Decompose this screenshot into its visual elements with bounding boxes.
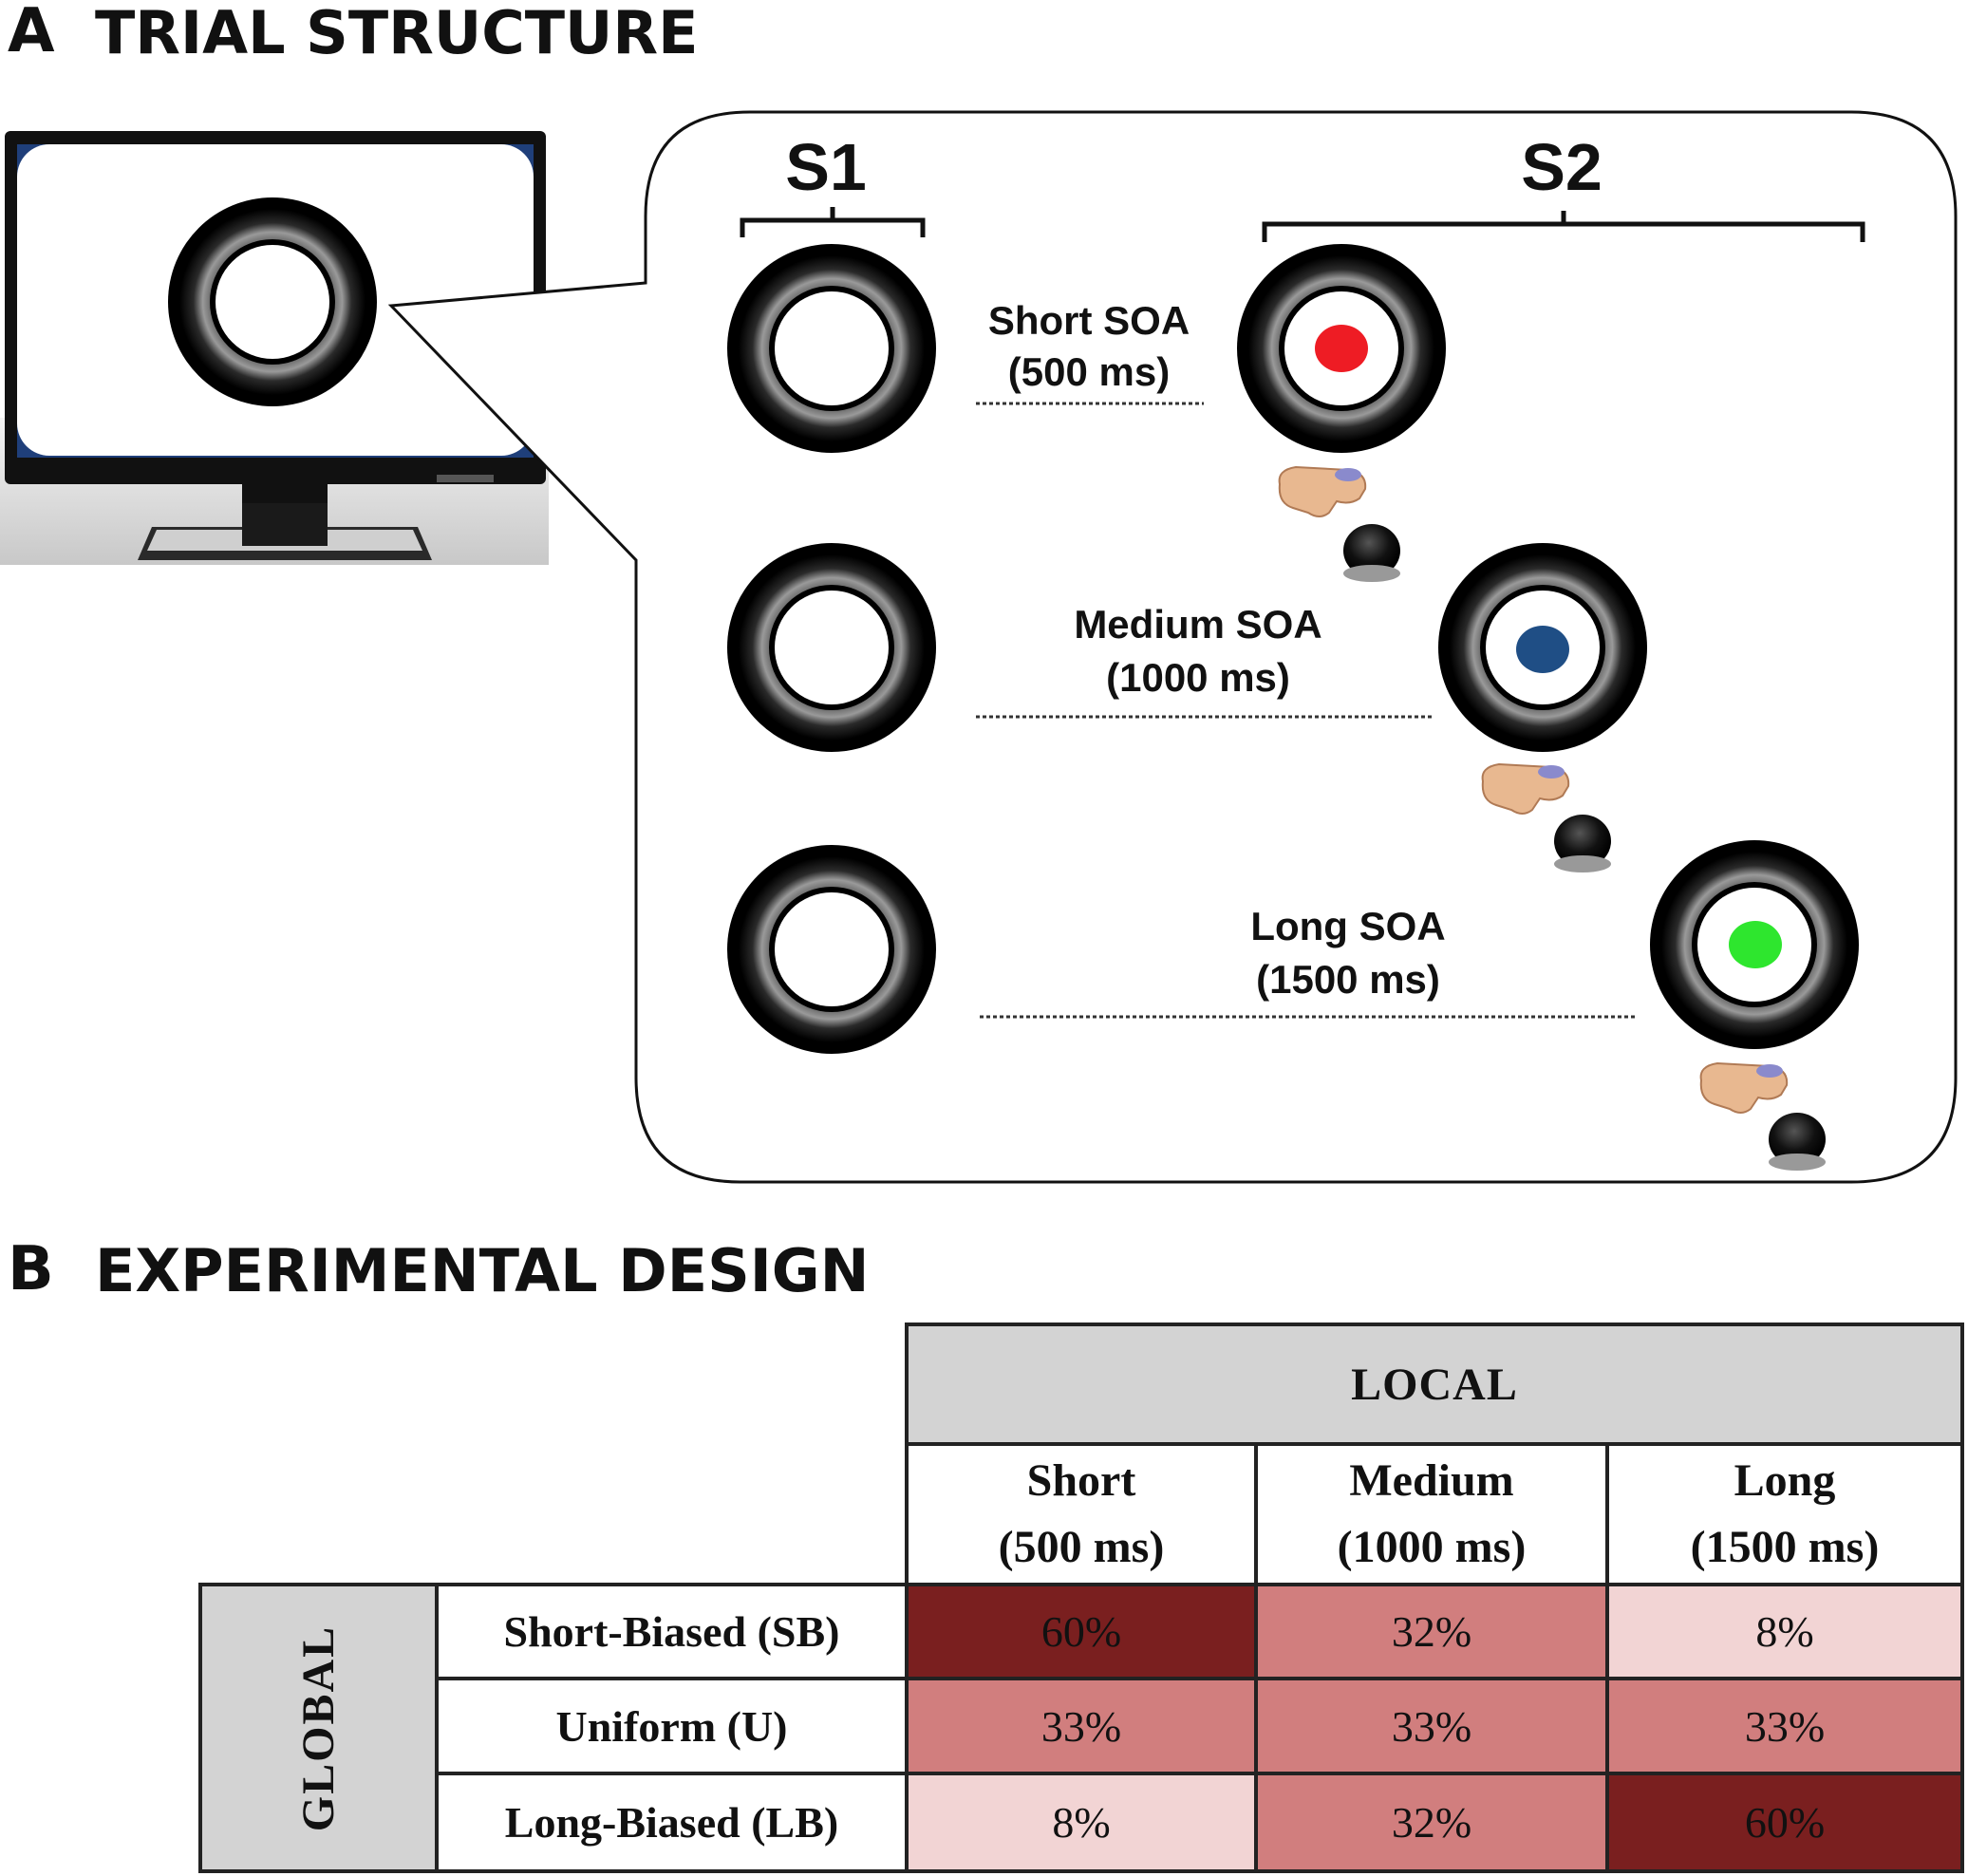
s1-bracket [740, 207, 926, 237]
cell-sb-long: 8% [1605, 1583, 1964, 1680]
global-header: GLOBAL [198, 1583, 439, 1873]
cell-u-medium: 33% [1254, 1677, 1609, 1775]
column-header-short-name: Short [1026, 1455, 1136, 1506]
s1-ring-medium [727, 543, 936, 752]
s2-bracket [1262, 211, 1865, 242]
cell-lb-long: 60% [1605, 1772, 1964, 1873]
long-soa-label: Long SOA [1250, 904, 1445, 948]
red-target [1315, 325, 1368, 372]
hand-press-long [1699, 1061, 1826, 1171]
cell-lb-short: 8% [905, 1772, 1258, 1873]
column-header-short-duration: (500 ms) [998, 1522, 1165, 1572]
column-header-long-name: Long [1734, 1455, 1836, 1506]
column-header-medium-duration: (1000 ms) [1337, 1522, 1527, 1572]
panel-b-letter: B [8, 1234, 54, 1304]
s1-ring-long [727, 845, 936, 1054]
row-header-short-biased: Short-Biased (SB) [435, 1583, 909, 1680]
s2-ring-medium [1438, 543, 1647, 752]
short-soa-duration: (500 ms) [1008, 349, 1170, 394]
medium-soa-label: Medium SOA [1074, 602, 1321, 647]
panel-a-title: TRIAL STRUCTURE [95, 0, 699, 67]
trial-structure-diagram: S1 S2 Short SOA (500 ms) Medium SOA (100… [0, 110, 1958, 1184]
cell-u-long: 33% [1605, 1677, 1964, 1775]
column-header-short: Short (500 ms) [905, 1442, 1258, 1586]
column-header-long-duration: (1500 ms) [1690, 1522, 1880, 1572]
hand-press-short [1278, 465, 1400, 582]
monitor-fixation-ring [168, 197, 377, 406]
short-soa-label: Short SOA [988, 298, 1190, 343]
cell-sb-short: 60% [905, 1583, 1258, 1680]
local-header: LOCAL [905, 1323, 1964, 1446]
column-header-long: Long (1500 ms) [1605, 1442, 1964, 1586]
s1-label: S1 [785, 130, 867, 204]
row-header-long-biased: Long-Biased (LB) [435, 1772, 909, 1873]
global-header-text: GLOBAL [292, 1624, 344, 1831]
s2-ring-short [1237, 244, 1446, 453]
cell-sb-medium: 32% [1254, 1583, 1609, 1680]
green-target [1729, 921, 1782, 968]
panel-b-title: EXPERIMENTAL DESIGN [95, 1236, 870, 1305]
panel-a-letter: A [8, 0, 55, 66]
row-header-uniform: Uniform (U) [435, 1677, 909, 1775]
s2-ring-long [1650, 840, 1859, 1049]
column-header-medium-name: Medium [1349, 1455, 1514, 1506]
s1-ring-short [727, 244, 936, 453]
s2-label: S2 [1521, 130, 1603, 204]
hand-press-medium [1481, 762, 1611, 872]
column-header-medium: Medium (1000 ms) [1254, 1442, 1609, 1586]
cell-u-short: 33% [905, 1677, 1258, 1775]
cell-lb-medium: 32% [1254, 1772, 1609, 1873]
medium-soa-duration: (1000 ms) [1106, 655, 1290, 700]
long-soa-duration: (1500 ms) [1256, 957, 1440, 1002]
blue-target [1516, 626, 1569, 673]
